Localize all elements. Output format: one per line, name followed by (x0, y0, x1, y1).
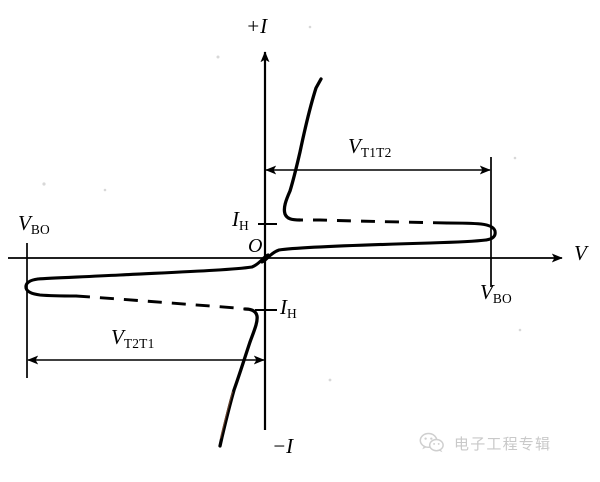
watermark: 电子工程专辑 (419, 432, 551, 454)
curve-forward-negative-resistance (300, 218, 448, 225)
label-vt1t2: VT1T2 (348, 134, 392, 160)
curve-forward-on-state (282, 77, 323, 222)
axis-label-voltage: V (574, 241, 587, 265)
label-vt2t1: VT2T1 (111, 325, 155, 351)
curve-reverse-negative-resistance (75, 294, 246, 311)
curve-reverse-blocking (24, 253, 270, 298)
curve-reverse-on-state (218, 307, 259, 448)
watermark-text: 电子工程专辑 (454, 434, 552, 453)
origin-label: O (248, 235, 263, 257)
curve-forward-blocking (260, 221, 497, 264)
scan-speckles (42, 25, 522, 382)
axis-label-positive-current: +I (246, 14, 268, 38)
label-vbo-left: VBO (18, 211, 50, 237)
label-ih-lower: IH (280, 295, 297, 321)
wechat-icon (419, 432, 445, 454)
axis-label-negative-current: −I (272, 434, 294, 458)
label-ih-upper: IH (232, 207, 249, 233)
label-vbo-right: VBO (480, 280, 512, 306)
